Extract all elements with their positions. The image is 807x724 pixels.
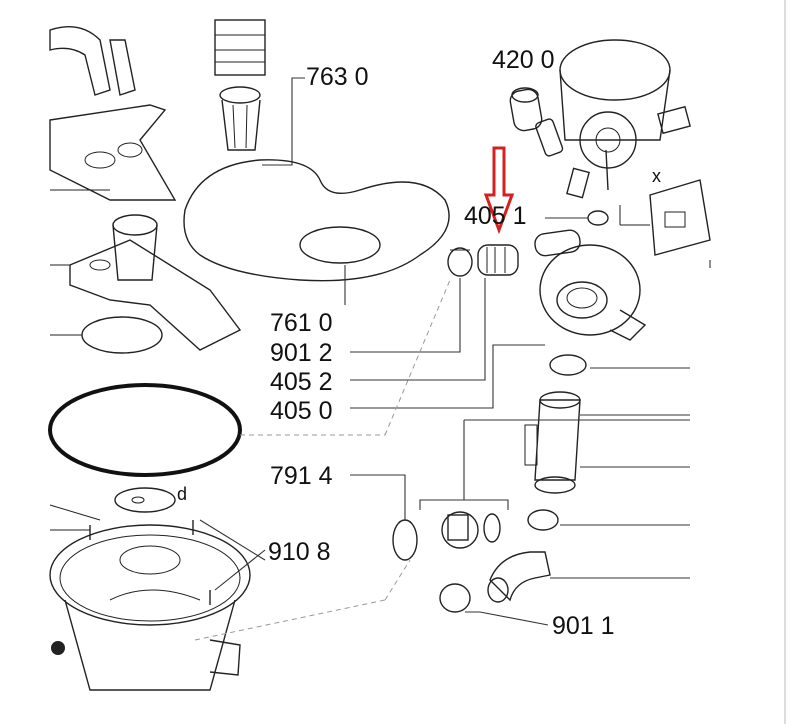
- leader-405-2: [350, 278, 486, 381]
- dashed-guide: [384, 279, 451, 436]
- capacitor: [509, 87, 543, 132]
- label-901-2: 901 2: [270, 339, 333, 367]
- label-405-1: 405 1: [464, 202, 527, 230]
- hose-segment: [524, 391, 690, 494]
- marker-x: x: [652, 166, 661, 186]
- bracket-x: [619, 179, 711, 268]
- small-gasket: [50, 316, 163, 354]
- marker-d: d: [177, 484, 187, 504]
- label-910-8: 910 8: [268, 538, 331, 566]
- screws: [89, 519, 266, 605]
- ring-791-4: [350, 474, 418, 561]
- label-763-0: 763 0: [306, 63, 369, 91]
- seal-405-1: [587, 210, 609, 226]
- motor: [535, 39, 691, 199]
- spray-arm: [49, 104, 177, 201]
- label-901-1: 901 1: [552, 612, 615, 640]
- sump-housing: [49, 504, 386, 691]
- clamp-upper: [549, 354, 690, 376]
- spray-arm-pipe: [49, 26, 136, 96]
- clamp-901-1: [439, 583, 549, 626]
- down-arrow-icon: [483, 146, 515, 235]
- filter-cap: [114, 487, 176, 513]
- valve-group: [419, 419, 690, 549]
- leader-405-0: [350, 344, 545, 409]
- label-405-0: 405 0: [270, 397, 333, 425]
- elbow-hose: [487, 551, 690, 603]
- leader-901-2: [350, 278, 461, 353]
- large-gasket: [48, 383, 385, 477]
- sprinkler-hub: [50, 214, 242, 351]
- label-791-4: 791 4: [270, 462, 333, 490]
- pump-housing: [534, 229, 647, 341]
- flat-filter: [183, 159, 450, 305]
- label-420-0: 420 0: [492, 46, 555, 74]
- clamp-901-2: [447, 247, 473, 277]
- hose-connector-405-2: [477, 244, 519, 276]
- label-405-2: 405 2: [270, 368, 333, 396]
- filter-cylinder: [214, 19, 305, 166]
- label-761-0: 761 0: [270, 309, 333, 337]
- highlight-arrow: [483, 146, 515, 235]
- clamp-lower: [527, 509, 690, 531]
